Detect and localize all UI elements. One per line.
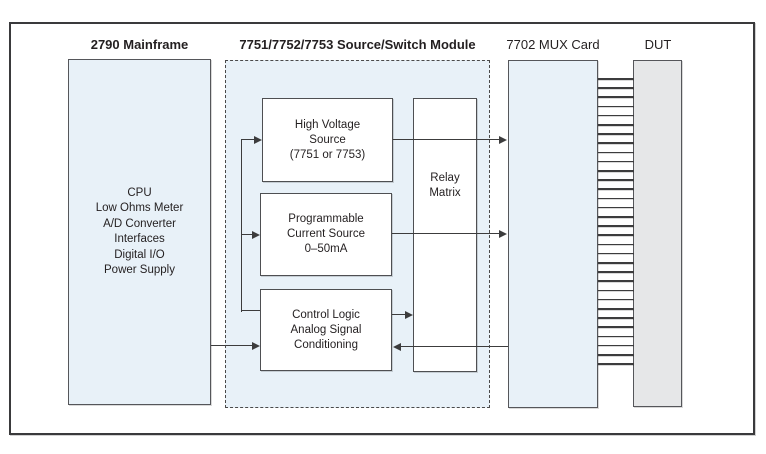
- ladder-rung: [598, 271, 634, 273]
- control-logic-line3: Conditioning: [294, 338, 358, 351]
- high-voltage-source-line2: Source: [309, 133, 346, 146]
- mainframe-box: CPU Low Ohms Meter A/D Converter Interfa…: [68, 59, 211, 405]
- ladder-rung: [598, 225, 634, 227]
- mainframe-item-digital-io: Digital I/O: [114, 248, 165, 261]
- module-title: 7751/7752/7753 Source/Switch Module: [239, 37, 476, 52]
- control-logic-to-relay-line: [392, 314, 406, 315]
- high-voltage-source-line1: High Voltage: [294, 118, 361, 131]
- dut-box: [633, 60, 682, 407]
- ladder-rung: [598, 243, 634, 246]
- mux-to-control-logic-arrowhead-icon: [393, 342, 401, 351]
- trunk-to-current-source-arrowhead-icon: [252, 230, 260, 239]
- ladder-rung: [598, 262, 634, 264]
- trunk-to-current-source-line: [241, 234, 253, 235]
- high-voltage-source-line3: (7751 or 7753): [289, 148, 366, 161]
- ladder-rung: [598, 151, 634, 154]
- ladder-rung: [598, 142, 634, 144]
- ladder-rung: [598, 179, 634, 181]
- ladder-rung: [598, 335, 634, 338]
- ladder-rung: [598, 216, 634, 218]
- mainframe-item-power-supply: Power Supply: [104, 264, 175, 276]
- current-source-to-mux-arrowhead-icon: [499, 229, 507, 238]
- mux-card-box: [508, 60, 598, 408]
- mainframe-title: 2790 Mainframe: [90, 37, 189, 52]
- current-source-line1: Programmable: [288, 213, 364, 225]
- control-logic-line1: Control Logic: [292, 308, 360, 321]
- relay-matrix-box: Relay Matrix: [413, 98, 477, 372]
- ladder-rung: [598, 280, 634, 282]
- ladder-rung: [598, 197, 634, 200]
- ladder-rung: [598, 124, 634, 126]
- control-logic-to-relay-arrowhead-icon: [405, 310, 413, 319]
- ladder-rung: [598, 363, 634, 365]
- ladder-rung: [598, 326, 634, 328]
- dut-title: DUT: [644, 37, 672, 52]
- trunk-to-hvs-line: [241, 139, 255, 140]
- current-source-line2: Current Source: [287, 228, 365, 240]
- ladder-rung: [598, 78, 634, 80]
- mux-card-title: 7702 MUX Card: [506, 37, 600, 52]
- hvs-to-mux-arrowhead-icon: [499, 135, 507, 144]
- ladder-rung: [598, 160, 634, 163]
- ladder-rung: [598, 308, 634, 310]
- mainframe-item-interfaces: Interfaces: [114, 233, 165, 245]
- control-logic-line2: Analog Signal: [290, 323, 362, 336]
- mainframe-item-ad-converter: A/D Converter: [103, 217, 176, 230]
- ladder-rung: [598, 354, 634, 356]
- mainframe-item-low-ohms-meter: Low Ohms Meter: [95, 202, 184, 214]
- ladder-rung: [598, 170, 634, 172]
- mainframe-to-control-logic-line: [211, 345, 253, 346]
- ladder-rung: [598, 105, 634, 108]
- ladder-rung: [598, 317, 634, 319]
- mux-dut-connection-ladder: [598, 78, 634, 365]
- mainframe-item-cpu: CPU: [127, 186, 152, 199]
- ladder-rung: [598, 114, 634, 117]
- current-source-line3: 0–50mA: [304, 243, 348, 255]
- ladder-rung: [598, 96, 634, 98]
- trunk-to-control-logic-line: [241, 310, 260, 311]
- current-source-box: Programmable Current Source 0–50mA: [260, 193, 392, 276]
- relay-matrix-line2: Matrix: [429, 187, 461, 199]
- ladder-rung: [598, 344, 634, 347]
- ladder-rung: [598, 87, 634, 89]
- trunk-to-hvs-arrowhead-icon: [254, 135, 262, 144]
- control-logic-box: Control Logic Analog Signal Conditioning: [260, 289, 392, 371]
- hvs-to-mux-line: [393, 139, 500, 140]
- current-source-to-mux-line: [392, 233, 500, 234]
- mux-to-control-logic-line: [401, 346, 508, 347]
- ladder-rung: [598, 298, 634, 301]
- ladder-rung: [598, 234, 634, 236]
- ladder-rung: [598, 133, 634, 135]
- trunk-vertical-line: [241, 140, 242, 312]
- ladder-rung: [598, 188, 634, 190]
- relay-matrix-line1: Relay: [430, 172, 460, 184]
- ladder-rung: [598, 206, 634, 209]
- high-voltage-source-box: High Voltage Source (7751 or 7753): [262, 98, 393, 182]
- mainframe-to-control-logic-arrowhead-icon: [252, 341, 260, 350]
- outer-frame: [9, 22, 755, 435]
- ladder-rung: [598, 252, 634, 255]
- ladder-rung: [598, 289, 634, 292]
